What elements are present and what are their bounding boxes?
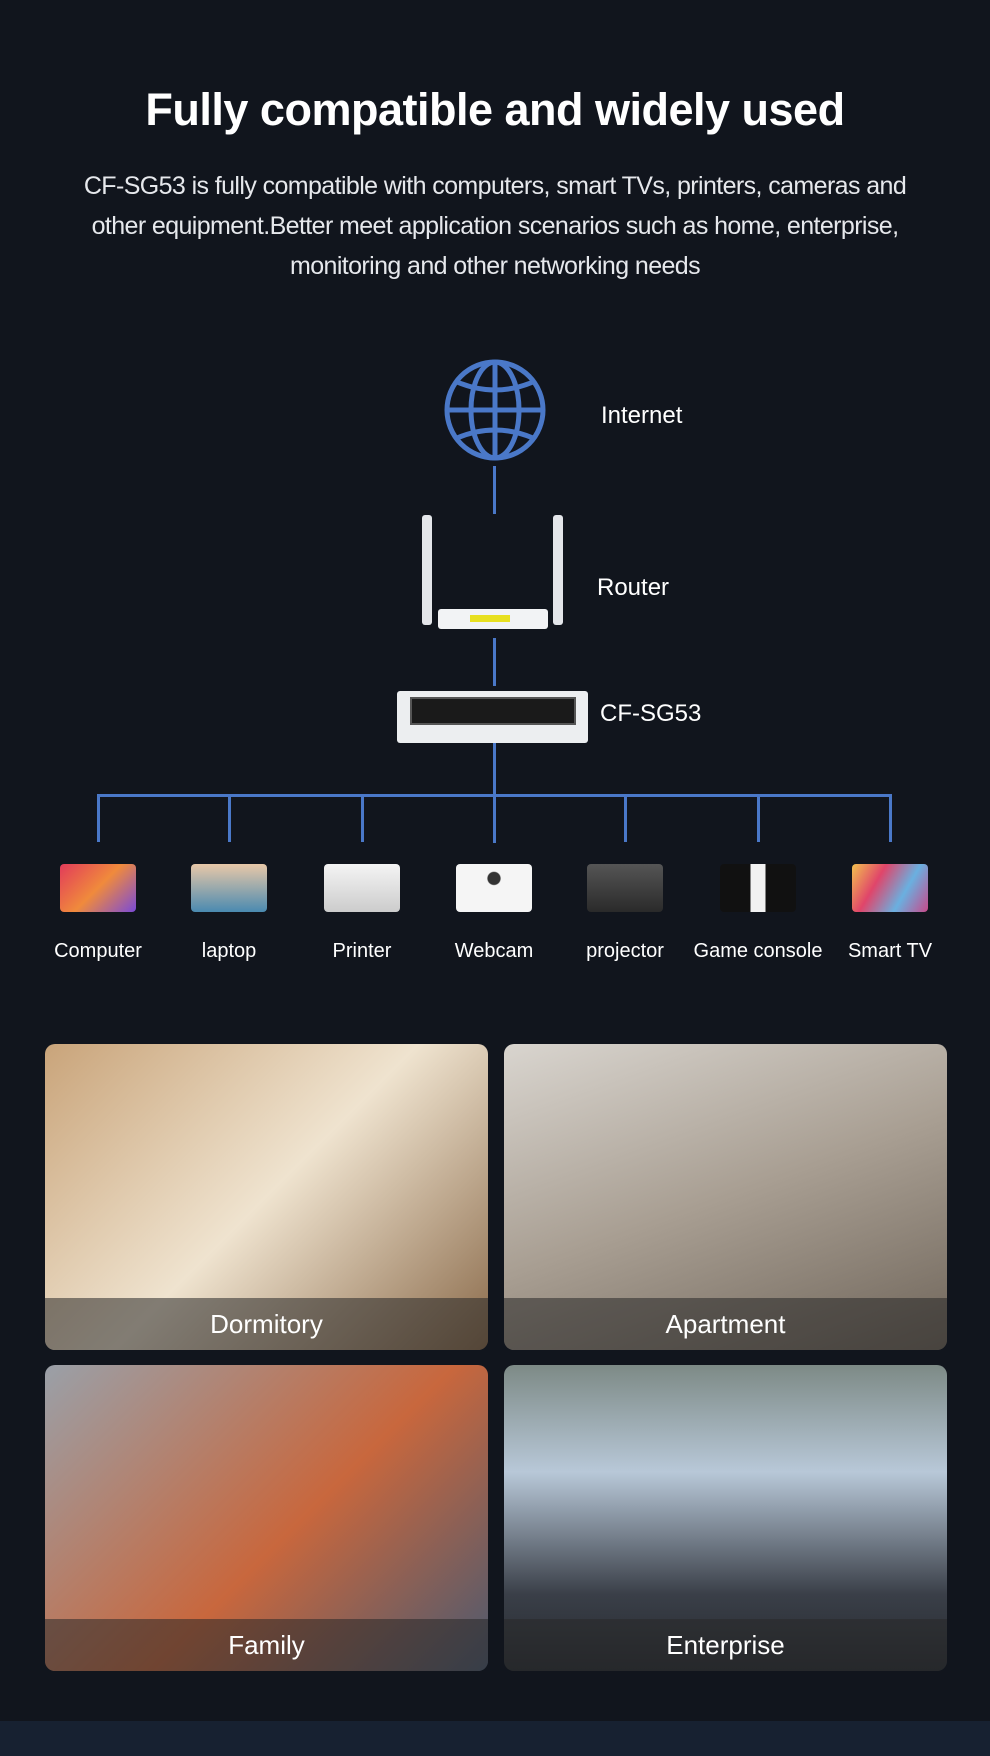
projector-icon xyxy=(587,864,663,912)
footer-band xyxy=(0,1721,990,1756)
switch-label: CF-SG53 xyxy=(600,700,702,727)
scenario-enterprise: Enterprise xyxy=(504,1365,947,1671)
device-connector-line xyxy=(228,795,231,842)
device-connector-line xyxy=(624,795,627,842)
description-line-1: CF-SG53 is fully compatible with compute… xyxy=(83,172,907,200)
description-line-3: monitoring and other networking needs xyxy=(289,252,701,280)
device-label: Game console xyxy=(693,940,823,962)
scenario-family: Family xyxy=(45,1365,488,1671)
connector-line xyxy=(493,638,496,686)
device-label: Smart TV xyxy=(847,940,933,962)
smart-tv-icon xyxy=(852,864,928,912)
description-line-2: other equipment.Better meet application … xyxy=(91,212,899,240)
connector-line xyxy=(493,466,496,514)
device-label: Printer xyxy=(332,940,392,962)
printer-icon xyxy=(324,864,400,912)
laptop-icon xyxy=(191,864,267,912)
scenario-caption: Family xyxy=(45,1619,488,1671)
device-connector-line xyxy=(493,795,496,842)
webcam-icon xyxy=(456,864,532,912)
device-label: laptop xyxy=(201,940,257,962)
router-image xyxy=(420,515,566,629)
device-label: projector xyxy=(586,940,664,962)
scenario-caption: Apartment xyxy=(504,1298,947,1350)
device-connector-line xyxy=(889,795,892,842)
computer-icon xyxy=(60,864,136,912)
scenario-caption: Dormitory xyxy=(45,1298,488,1350)
device-connector-line xyxy=(361,795,364,842)
scenario-dormitory: Dormitory xyxy=(45,1044,488,1350)
device-connector-line xyxy=(97,795,100,842)
page-title: Fully compatible and widely used xyxy=(145,84,845,135)
device-label: Webcam xyxy=(454,940,534,962)
scenario-caption: Enterprise xyxy=(504,1619,947,1671)
game-console-icon xyxy=(720,864,796,912)
device-label: Computer xyxy=(54,940,142,962)
scenario-apartment: Apartment xyxy=(504,1044,947,1350)
switch-image xyxy=(397,691,588,743)
internet-label: Internet xyxy=(601,402,683,429)
device-connector-line xyxy=(757,795,760,842)
router-label: Router xyxy=(597,574,670,601)
globe-icon xyxy=(444,359,546,461)
connector-line xyxy=(493,743,496,843)
